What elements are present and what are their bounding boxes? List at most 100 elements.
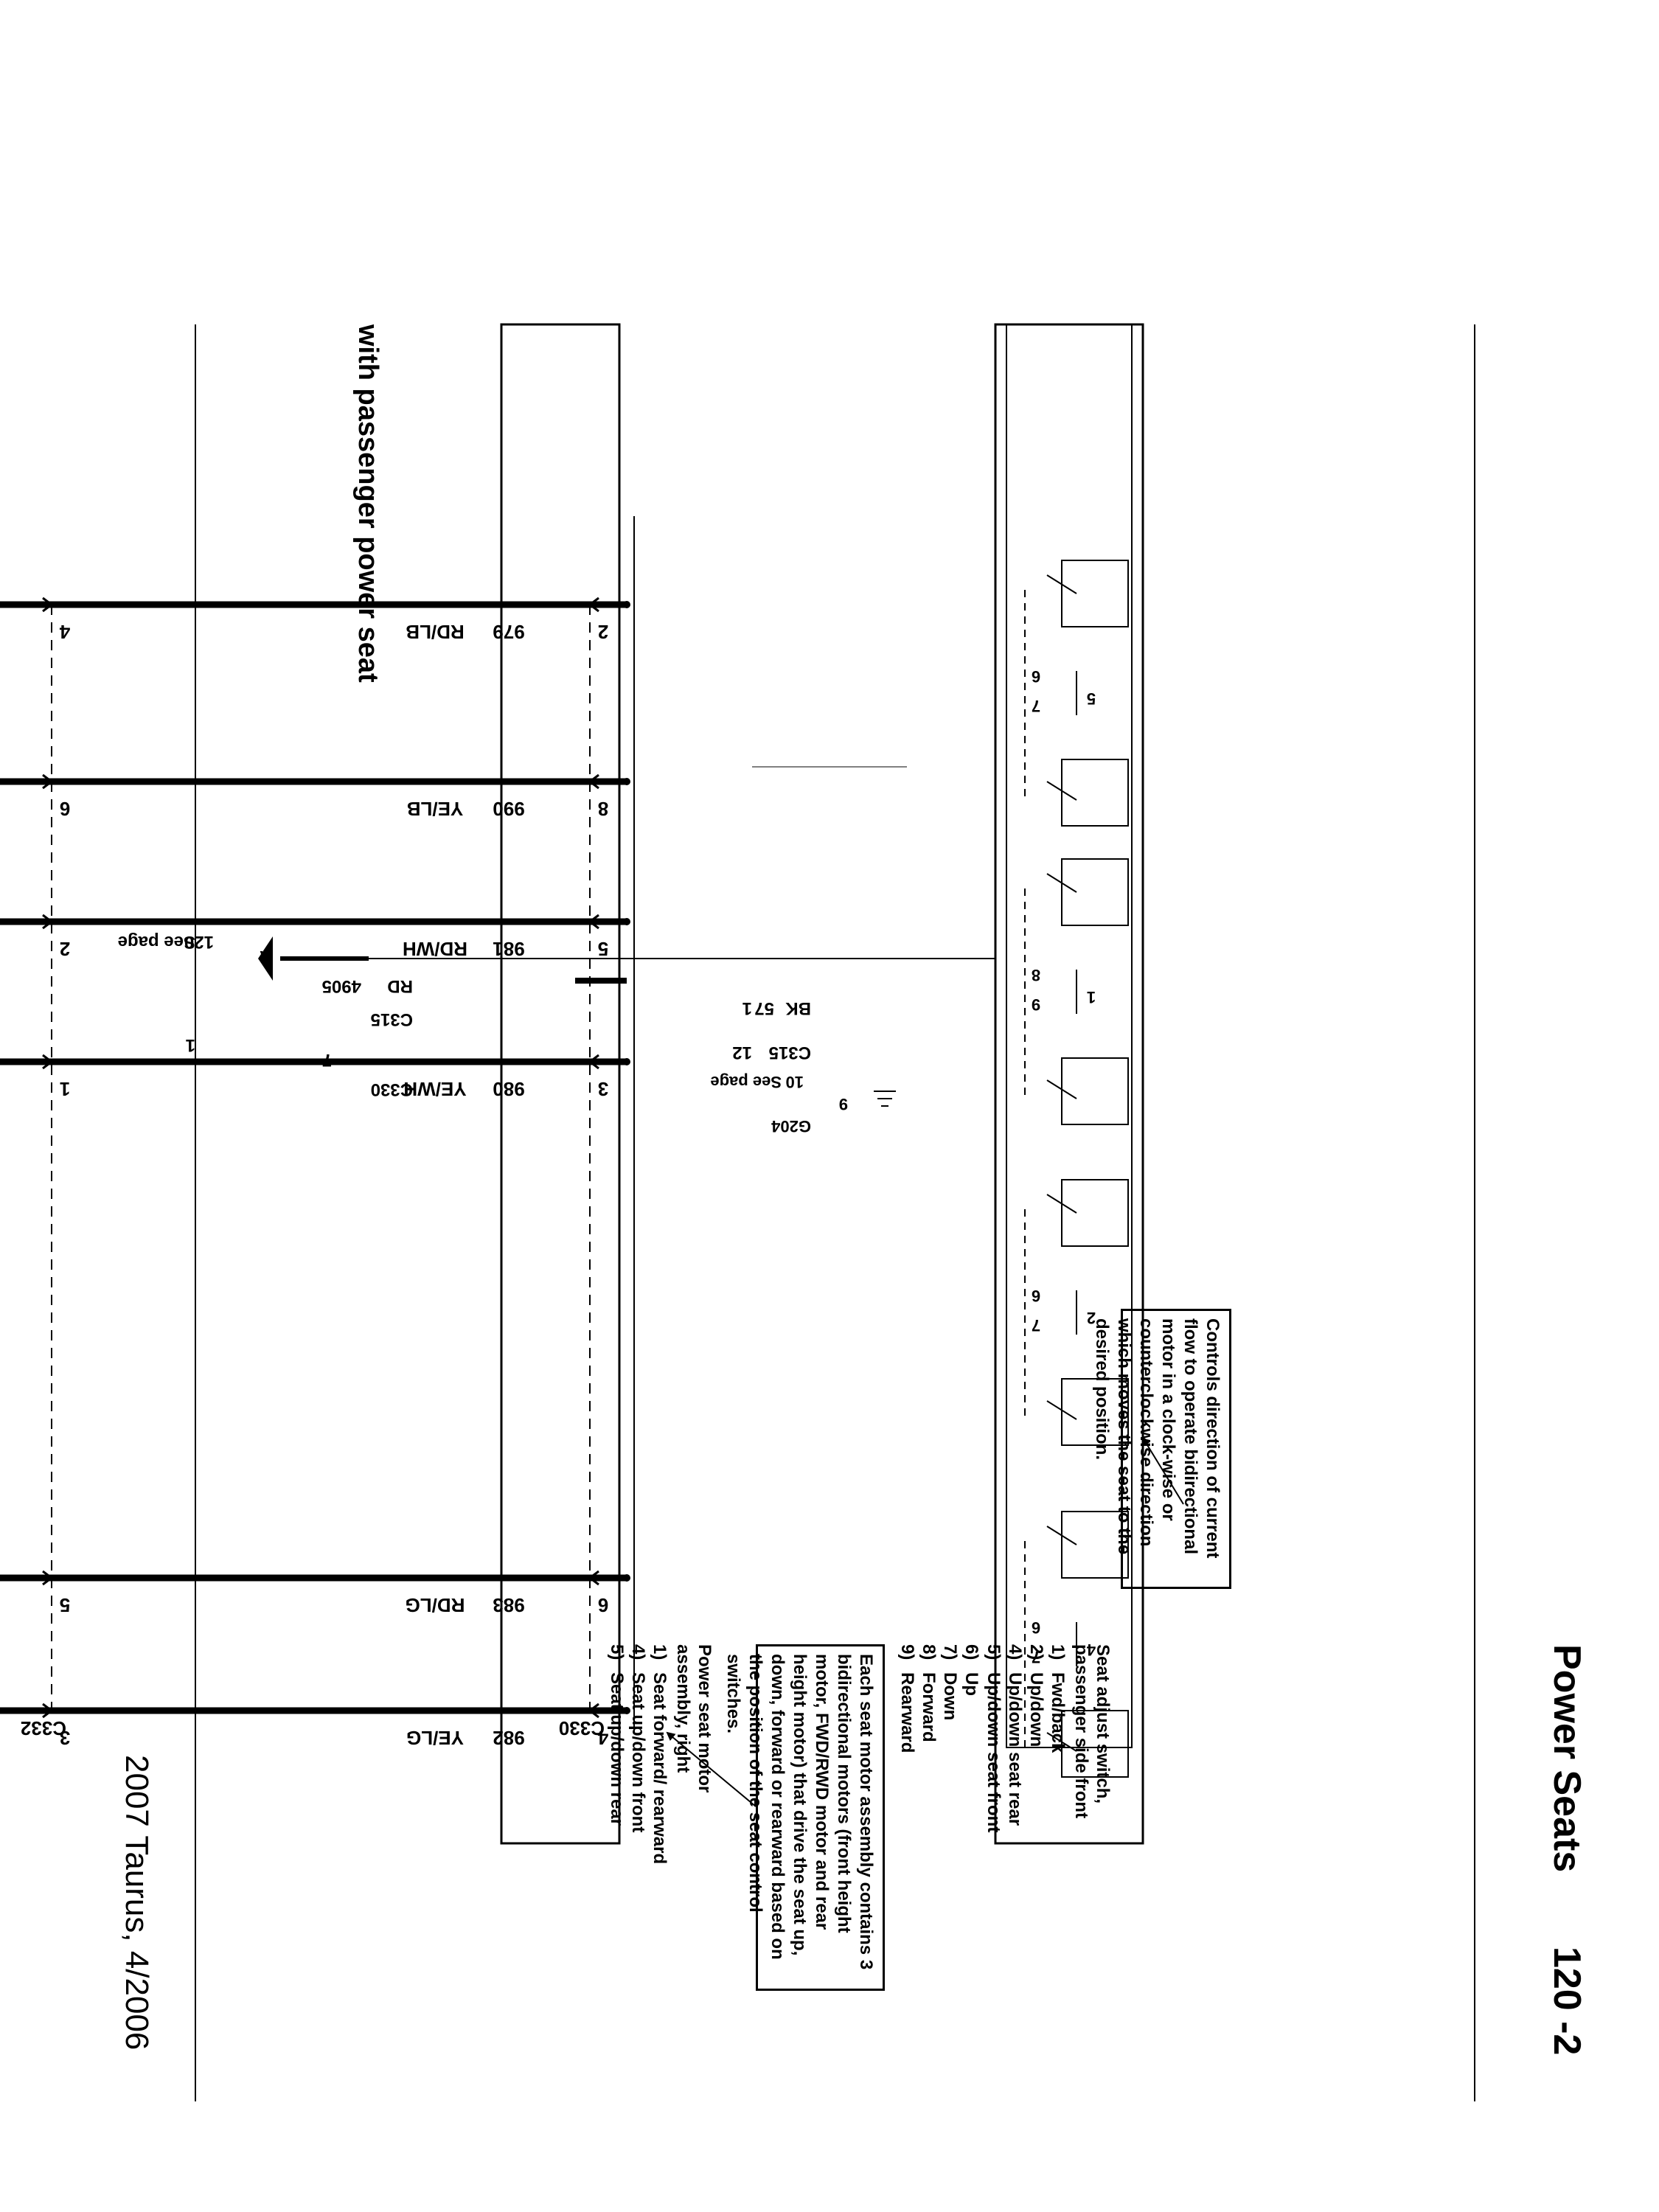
c332-connector-label: C332: [21, 1717, 66, 1739]
ground-see-page: See page: [710, 1073, 782, 1091]
c330-terminal: [588, 1054, 599, 1070]
c332-pin-number: 2: [60, 938, 70, 960]
wire-color-code: RD/LG: [406, 1594, 465, 1616]
c330-terminal: [588, 597, 599, 613]
see-page-number: 120: [184, 932, 214, 952]
c330-pin-number: 5: [598, 938, 608, 960]
switch-blade: [1046, 1079, 1077, 1099]
switch-contact-b: 7: [1032, 697, 1040, 715]
power-feed-c315-pin: 5: [322, 976, 332, 996]
switch-blade: [1046, 873, 1077, 893]
c330-terminal: [588, 914, 599, 930]
switch-blade: [1046, 574, 1077, 594]
c332-pin-number: 4: [59, 621, 70, 643]
switch-contact-frame: [1061, 1511, 1129, 1579]
switch-output-dot: [623, 918, 630, 925]
switch-assembly-inner-frame: [1006, 324, 1133, 1748]
power-feed-color: RD: [387, 976, 413, 996]
switch-output-dot: [623, 601, 630, 608]
circuit-number: 990: [493, 798, 524, 820]
switch-output-dot: [623, 1058, 630, 1065]
switch-output-dot: [623, 1707, 630, 1714]
c332-pin-number: 3: [60, 1727, 70, 1749]
page-frame-lines: [195, 323, 1475, 2101]
ground-page: 10: [786, 1073, 804, 1091]
c332-terminal: [42, 1703, 54, 1719]
switch-assembly-frame: [994, 323, 1144, 1845]
see-page-sheet: 1: [186, 1035, 195, 1055]
c332-pin-number: 6: [60, 798, 70, 820]
switch-contact-b: 7: [1032, 1316, 1040, 1335]
c330-pin-number: 3: [598, 1078, 608, 1100]
circuit-number: 979: [493, 621, 524, 643]
ground-sheet: 9: [839, 1095, 848, 1113]
wire-color-code: YE/WH: [403, 1078, 466, 1100]
c330-pin-number: 2: [598, 621, 608, 643]
switch-blade: [1046, 781, 1077, 801]
switch-contact-frame: [1061, 560, 1129, 627]
motor-callout-arrow: [666, 1731, 757, 1807]
c332-terminal: [42, 597, 54, 613]
ground-circuit: 57: [754, 998, 774, 1018]
switch-contact-frame: [1061, 1378, 1129, 1446]
c332-pin-number: 5: [60, 1594, 70, 1616]
circuit-number: 980: [493, 1078, 524, 1100]
c332-terminal: [42, 773, 54, 790]
switch-contact-b: 9: [1032, 995, 1040, 1014]
wire-color-code: YE/LG: [406, 1727, 464, 1749]
ground-color: BK: [785, 998, 811, 1018]
c330-pin-number: 4: [597, 1727, 608, 1749]
switch-contact-frame: [1061, 1057, 1129, 1125]
switch-group-id: 2: [1087, 1309, 1096, 1327]
c332-terminal: [42, 914, 54, 930]
wire-color-code: RD/WH: [403, 938, 467, 960]
switch-contact-a: 6: [1032, 1287, 1040, 1305]
c330-terminal: [588, 773, 599, 790]
wire-color-code: RD/LB: [406, 621, 464, 643]
see-page-label: See page: [118, 932, 195, 952]
circuit-number: 981: [493, 938, 524, 960]
motor-assembly-frame: [500, 323, 621, 1845]
switch-group-id: 1: [1087, 988, 1096, 1006]
c330-pin-number: 8: [598, 798, 608, 820]
switch-output-dot: [623, 778, 630, 785]
c332-terminal: [42, 1570, 54, 1586]
ground-c315-pin: 12: [732, 1043, 752, 1062]
switch-contact-a: 6: [1032, 667, 1040, 686]
c330-pin-number: 6: [598, 1594, 608, 1616]
switch-contact-a: 8: [1032, 966, 1040, 984]
switch-blade: [1046, 1526, 1077, 1545]
c332-terminal: [42, 1054, 54, 1070]
power-feed-circuit: 490: [332, 976, 361, 996]
switch-blade: [1046, 1400, 1077, 1420]
c330-terminal: [588, 1703, 599, 1719]
c332-pin-number: 1: [60, 1078, 70, 1100]
c330-terminal: [588, 1570, 599, 1586]
c330-connector-label: C330: [559, 1717, 605, 1739]
wire-color-code: YE/LB: [407, 798, 464, 820]
circuit-number: 983: [493, 1594, 524, 1616]
circuit-number: 982: [493, 1727, 524, 1749]
ground-c315: C315: [769, 1043, 811, 1062]
ground-id: G204: [771, 1117, 811, 1135]
switch-blade: [1046, 1732, 1077, 1752]
switch-contact-frame: [1061, 858, 1129, 926]
switch-contact-b: 7: [1032, 1648, 1040, 1666]
switch-callout-arrow: [1141, 1436, 1184, 1505]
ground-c330-pin: 1: [742, 998, 752, 1018]
ground-symbol: [874, 1091, 896, 1107]
switch-contact-frame: [1061, 759, 1129, 827]
switch-contact-frame: [1061, 1710, 1129, 1778]
power-feed-arrow: [258, 936, 273, 981]
switch-group-id: 4: [1086, 1641, 1096, 1659]
power-feed-ref: A: [260, 947, 271, 966]
switch-contact-frame: [1061, 1179, 1129, 1247]
power-feed-c315: C315: [371, 1009, 413, 1029]
power-feed-c330: C330: [371, 1079, 413, 1099]
switch-output-dot: [623, 1574, 630, 1582]
switch-blade: [1046, 1194, 1077, 1214]
power-feed-c330-pin: 7: [322, 1050, 332, 1070]
